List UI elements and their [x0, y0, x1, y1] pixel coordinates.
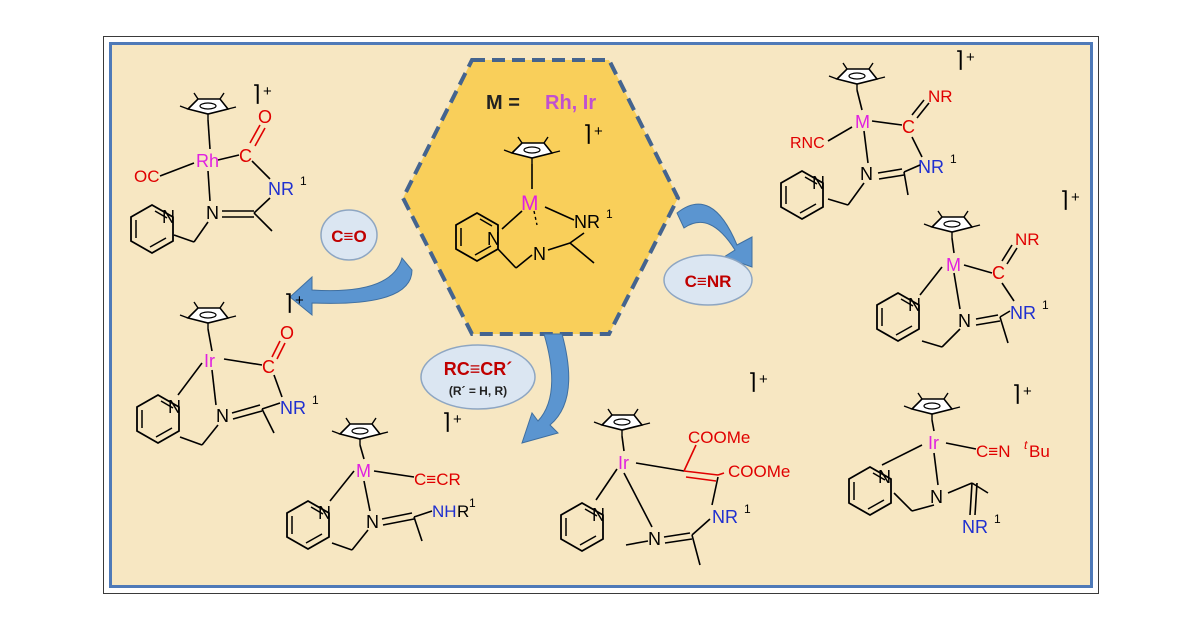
svg-text:NH: NH: [432, 502, 457, 521]
svg-text:O: O: [258, 107, 272, 127]
svg-text:t: t: [1024, 438, 1028, 452]
figure-frame: M = Rh, Ir ⌉ + M N NR 1 N C≡O C≡NR RC≡CR…: [103, 36, 1099, 594]
vinyl-product: ⌉ + Ir COOMe COOMe NR 1 N N: [560, 369, 790, 566]
svg-text:⌉: ⌉: [442, 409, 451, 434]
svg-text:1: 1: [606, 207, 613, 221]
svg-text:NR: NR: [268, 179, 294, 199]
tbu-isocyanide-product: ⌉ + Ir C≡N t Bu N NR 1 N: [848, 381, 1050, 537]
alkyne-reagent-note: (R´ = H, R): [449, 384, 507, 398]
svg-text:+: +: [1071, 189, 1080, 206]
svg-text:Bu: Bu: [1029, 442, 1050, 461]
svg-text:R: R: [457, 502, 469, 521]
svg-text:+: +: [263, 83, 272, 100]
metal-list: Rh, Ir: [545, 92, 596, 114]
svg-text:1: 1: [744, 502, 751, 516]
svg-text:+: +: [759, 371, 768, 388]
svg-text:N: N: [878, 467, 891, 487]
nr1-label: NR: [574, 212, 600, 232]
arrow-to-isocyanide: [676, 203, 753, 268]
co-reagent-label: C≡O: [331, 227, 366, 246]
svg-text:⌉: ⌉: [748, 369, 757, 394]
co-reagent-bubble: C≡O: [320, 209, 378, 261]
svg-text:C: C: [262, 357, 275, 377]
isocyanide-product-top: ⌉ + M RNC C NR NR 1 N N: [780, 47, 975, 220]
svg-text:N: N: [860, 164, 873, 184]
alkyne-reagent-bubble: RC≡CR´ (R´ = H, R): [420, 344, 536, 410]
svg-text:1: 1: [994, 512, 1001, 526]
rh-carbonyl-product: ⌉ + Rh OC C O NR 1 N N: [130, 81, 307, 254]
svg-text:M: M: [356, 461, 371, 481]
svg-text:N: N: [533, 244, 546, 264]
svg-text:1: 1: [312, 393, 319, 407]
svg-text:1: 1: [950, 152, 957, 166]
alkyne-reagent-label: RC≡CR´: [444, 359, 513, 379]
isocyanide-product-mid: ⌉ + M C NR NR 1 N N: [876, 187, 1080, 348]
central-hexagon: [400, 58, 681, 336]
svg-text:+: +: [966, 49, 975, 66]
svg-text:⌉: ⌉: [284, 290, 293, 315]
svg-text:COOMe: COOMe: [688, 428, 750, 447]
svg-text:1: 1: [469, 496, 476, 510]
svg-text:N: N: [366, 512, 379, 532]
svg-text:NR: NR: [928, 87, 953, 106]
svg-text:O: O: [280, 323, 294, 343]
svg-text:Ir: Ir: [618, 453, 629, 473]
svg-text:N: N: [216, 406, 229, 426]
svg-text:N: N: [958, 311, 971, 331]
svg-text:NR: NR: [962, 517, 988, 537]
svg-text:M: M: [855, 112, 870, 132]
charge-label: +: [594, 123, 603, 140]
arrow-to-carbonyl: [289, 256, 413, 317]
svg-text:N: N: [168, 397, 181, 417]
central-complex: M = Rh, Ir ⌉ + M N NR 1 N: [400, 58, 681, 336]
svg-text:NR: NR: [280, 398, 306, 418]
svg-text:C≡CR: C≡CR: [414, 470, 461, 489]
svg-text:⌉: ⌉: [252, 81, 261, 106]
svg-text:N: N: [592, 505, 605, 525]
ir-carbonyl-product: ⌉ + Ir C O NR 1 N N: [136, 290, 319, 446]
svg-text:C≡N: C≡N: [976, 442, 1010, 461]
cnr-reagent-label: C≡NR: [685, 272, 732, 291]
svg-text:1: 1: [1042, 298, 1049, 312]
svg-text:NR: NR: [712, 507, 738, 527]
svg-text:N: N: [318, 503, 331, 523]
metal-definition-label: M =: [486, 92, 520, 114]
reaction-scheme: M = Rh, Ir ⌉ + M N NR 1 N C≡O C≡NR RC≡CR…: [130, 47, 1080, 566]
svg-text:OC: OC: [134, 167, 160, 186]
svg-text:N: N: [648, 529, 661, 549]
svg-text:NR: NR: [1015, 230, 1040, 249]
svg-text:NR: NR: [1010, 303, 1036, 323]
svg-text:N: N: [206, 203, 219, 223]
svg-text:1: 1: [300, 174, 307, 188]
svg-text:N: N: [812, 173, 825, 193]
svg-text:NR: NR: [918, 157, 944, 177]
svg-text:N: N: [162, 207, 175, 227]
svg-text:+: +: [453, 411, 462, 428]
svg-text:M: M: [946, 255, 961, 275]
svg-text:⌉: ⌉: [1012, 381, 1021, 406]
svg-text:+: +: [295, 292, 304, 309]
svg-text:RNC: RNC: [790, 135, 825, 152]
svg-text:⌉: ⌉: [583, 121, 592, 146]
svg-text:+: +: [1023, 383, 1032, 400]
svg-text:C: C: [902, 117, 915, 137]
svg-text:COOMe: COOMe: [728, 462, 790, 481]
metal-center-label: M: [521, 192, 539, 215]
alkynyl-product: ⌉ + M C≡CR N NH R 1 N: [286, 409, 476, 551]
svg-text:C: C: [992, 263, 1005, 283]
cnr-reagent-bubble: C≡NR: [663, 254, 753, 306]
svg-text:N: N: [908, 295, 921, 315]
ir-label: Ir: [204, 351, 215, 371]
svg-text:N: N: [487, 229, 500, 249]
svg-text:C: C: [239, 146, 252, 166]
svg-text:Ir: Ir: [928, 433, 939, 453]
svg-text:⌉: ⌉: [955, 47, 964, 72]
arrow-to-alkyne: [521, 333, 570, 444]
rh-label: Rh: [196, 151, 219, 171]
figure-panel: M = Rh, Ir ⌉ + M N NR 1 N C≡O C≡NR RC≡CR…: [109, 42, 1093, 588]
svg-text:⌉: ⌉: [1060, 187, 1069, 212]
svg-text:N: N: [930, 487, 943, 507]
